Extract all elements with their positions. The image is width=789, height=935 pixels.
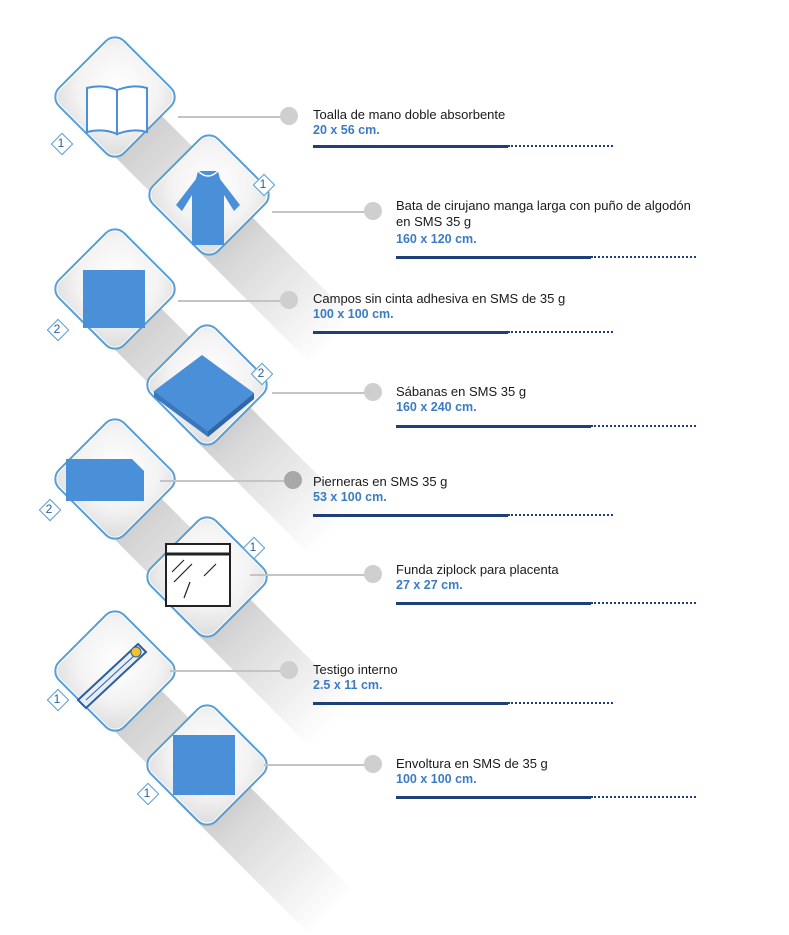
connector-line [160,480,288,482]
connector-line [250,574,372,576]
field-drape-icon [83,270,145,328]
item-size: 53 x 100 cm. [313,490,387,504]
connector-dot [280,291,298,309]
quantity-label: 1 [259,177,267,191]
connector-dot [364,565,382,583]
item-title-line2: en SMS 35 g [396,214,472,229]
item-title: Testigo interno [313,662,398,677]
kit-contents-infographic: 1 Toalla de mano doble absorbente 20 x 5… [38,30,696,935]
connector-dot [364,755,382,773]
item-title: Toalla de mano doble absorbente [313,107,506,122]
connector-line [178,300,288,302]
connector-line [272,211,372,213]
connector-line [178,116,288,118]
item-size: 160 x 120 cm. [396,232,477,246]
item-size: 100 x 100 cm. [313,307,394,321]
item-title: Bata de cirujano manga larga con puño de… [396,198,691,213]
wrap-icon [173,735,235,795]
connector-dot [284,471,302,489]
quantity-label: 2 [257,366,265,380]
item-size: 100 x 100 cm. [396,772,477,786]
connector-line [264,764,372,766]
item-size: 160 x 240 cm. [396,400,477,414]
quantity-label: 2 [53,322,61,336]
item-title: Funda ziplock para placenta [396,562,559,577]
item-title: Envoltura en SMS de 35 g [396,756,548,771]
sheet-icon [154,355,254,437]
quantity-label: 1 [249,540,257,554]
indicator-strip-icon [76,642,148,710]
item-title: Sábanas en SMS 35 g [396,384,527,399]
quantity-label: 1 [53,692,61,706]
quantity-label: 1 [57,136,65,150]
item-title: Pierneras en SMS 35 g [313,474,448,489]
item-size: 2.5 x 11 cm. [313,678,383,692]
connector-dot [280,107,298,125]
towel-icon [86,85,148,136]
item-size: 20 x 56 cm. [313,123,380,137]
item-title: Campos sin cinta adhesiva en SMS de 35 g [313,291,566,306]
ziplock-bag-icon [165,543,231,607]
connector-dot [280,661,298,679]
surgical-gown-icon [176,170,240,245]
item-size: 27 x 27 cm. [396,578,463,592]
connector-dot [364,383,382,401]
connector-line [170,670,288,672]
leggings-icon [66,459,144,501]
connector-dot [364,202,382,220]
quantity-label: 2 [45,502,53,516]
connector-line [272,392,372,394]
quantity-label: 1 [143,786,151,800]
